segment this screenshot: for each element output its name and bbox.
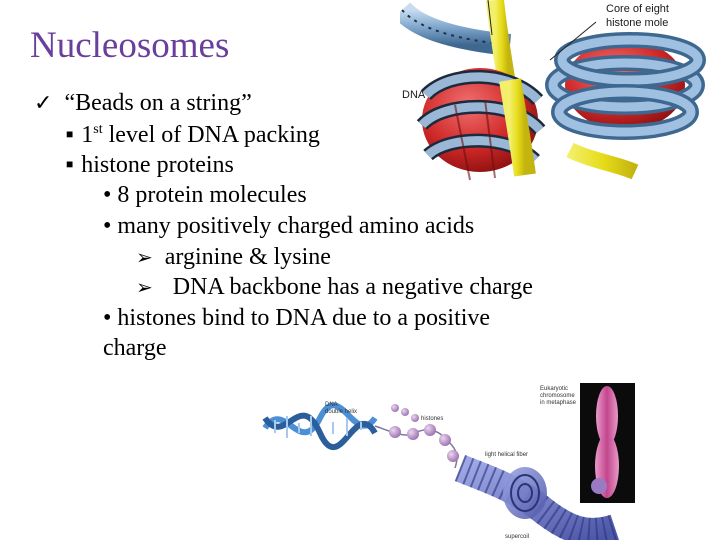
label-core-line1: Core of eight	[606, 3, 669, 15]
bullet-text: arginine & lysine	[164, 244, 331, 270]
check-icon: ✓	[34, 90, 53, 115]
slide-title: Nucleosomes	[30, 25, 230, 66]
chromosome	[591, 386, 619, 498]
label-dna: DNA	[402, 89, 426, 101]
bullet-text-num: 1	[81, 122, 94, 148]
label-double-helix-2: double helix	[325, 409, 357, 415]
bullet-level2: •histones bind to DNA due to a positive	[103, 303, 490, 333]
label-histones: histones	[421, 416, 443, 422]
bullet-level1: ■ 1st level of DNA packing	[66, 119, 320, 150]
linker-bottom	[566, 142, 639, 180]
linker-middle	[499, 78, 536, 177]
bullet-text-continuation: charge	[103, 335, 167, 361]
core-pointer-line	[549, 21, 597, 61]
bullet-text-sup: st	[93, 122, 103, 137]
label-chromosome-2: chromosome	[540, 393, 575, 399]
nucleosome-illustration: Core of eight histone mole DNA	[400, 0, 720, 210]
dot-bullet-icon: •	[103, 305, 112, 331]
label-chromosome-3: in metaphase	[540, 400, 577, 406]
square-bullet-icon: ■	[66, 157, 74, 171]
arrow-bullet-icon: ➢	[136, 245, 153, 269]
bullet-text: DNA backbone has a negative charge	[172, 274, 533, 300]
top-pointer-line	[487, 0, 493, 36]
label-chromosome-1: Eukaryotic	[540, 386, 568, 392]
bullet-text: 8 protein molecules	[117, 182, 307, 208]
bullet-level2: •8 protein molecules	[103, 180, 307, 210]
label-core-line2: histone mole	[606, 17, 668, 29]
dot-bullet-icon: •	[103, 213, 112, 239]
bullet-text: many positively charged amino acids	[117, 213, 475, 239]
square-bullet-icon: ■	[66, 127, 74, 141]
dot-bullet-icon: •	[103, 182, 112, 208]
bullet-level3: ➢ DNA backbone has a negative charge	[136, 272, 533, 302]
label-double-helix-1: DNA	[325, 402, 338, 408]
bullet-level1: ■ histone proteins	[66, 149, 234, 180]
arrow-bullet-icon: ➢	[136, 275, 153, 299]
label-supercoil: supercoil	[505, 534, 529, 540]
nucleosome-right	[545, 32, 706, 140]
supercoil-fiber	[454, 455, 619, 540]
bullet-level3: ➢ arginine & lysine	[136, 242, 331, 272]
beads-on-string	[374, 404, 459, 469]
dna-double-helix	[262, 402, 378, 451]
bullet-level2: •many positively charged amino acids	[103, 211, 474, 241]
bullet-text: histones bind to DNA due to a positive	[117, 305, 491, 331]
chromatin-packing-illustration: DNA double helix histones light helical …	[262, 383, 635, 540]
bullet-text: histone proteins	[81, 152, 234, 178]
bullet-level0: ✓ “Beads on a string”	[34, 88, 252, 118]
bullet-text: level of DNA packing	[102, 122, 320, 148]
bullet-text: “Beads on a string”	[64, 90, 252, 116]
label-fiber: light helical fiber	[485, 452, 528, 458]
